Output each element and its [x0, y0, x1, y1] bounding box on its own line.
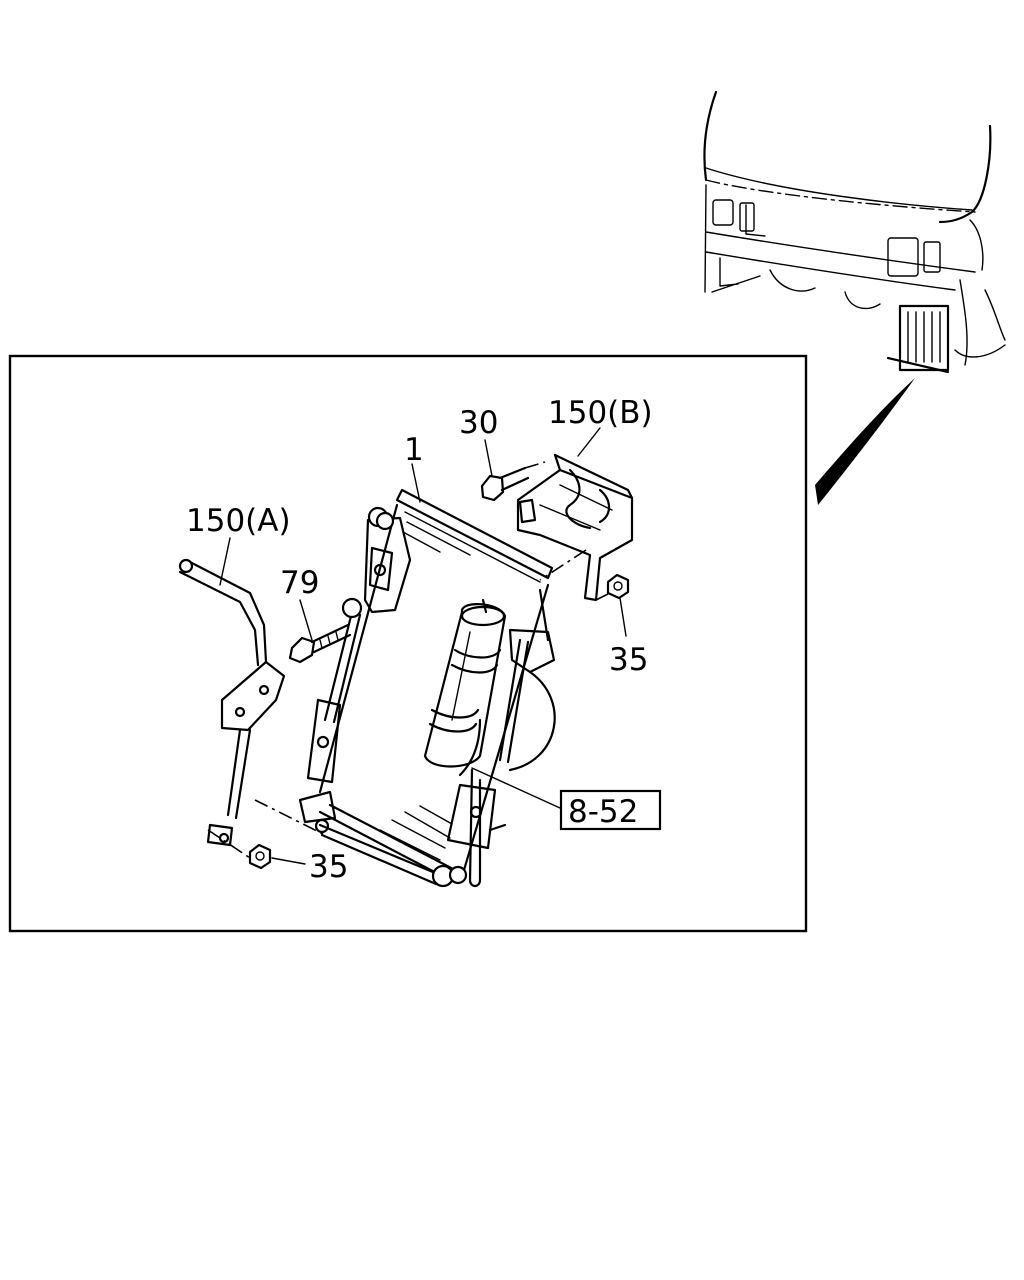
receiver-drier [423, 598, 507, 777]
reference-box-8-52: 8-52 [559, 789, 662, 831]
right-tank [446, 588, 556, 888]
reference-label-8-52: 8-52 [568, 794, 638, 830]
callout-part-150b: 150(B) [548, 395, 653, 431]
callout-part-30: 30 [459, 405, 498, 441]
callout-part-35-bottom: 35 [309, 849, 348, 885]
callout-part-35-right: 35 [609, 642, 648, 678]
detail-frame [8, 354, 808, 933]
nut-35-right [606, 573, 630, 600]
vehicle-front-view [703, 90, 1006, 505]
callout-part-150a: 150(A) [186, 503, 291, 539]
nut-35-bottom [248, 843, 272, 870]
leader-lines [219, 427, 627, 865]
condenser-assembly [298, 488, 554, 888]
bolt-30 [480, 466, 530, 502]
callout-part-79: 79 [280, 565, 319, 601]
bracket-150a [178, 558, 286, 847]
assembly-lines [207, 461, 609, 859]
bolt-79 [288, 623, 352, 664]
callout-part-1: 1 [404, 432, 424, 468]
